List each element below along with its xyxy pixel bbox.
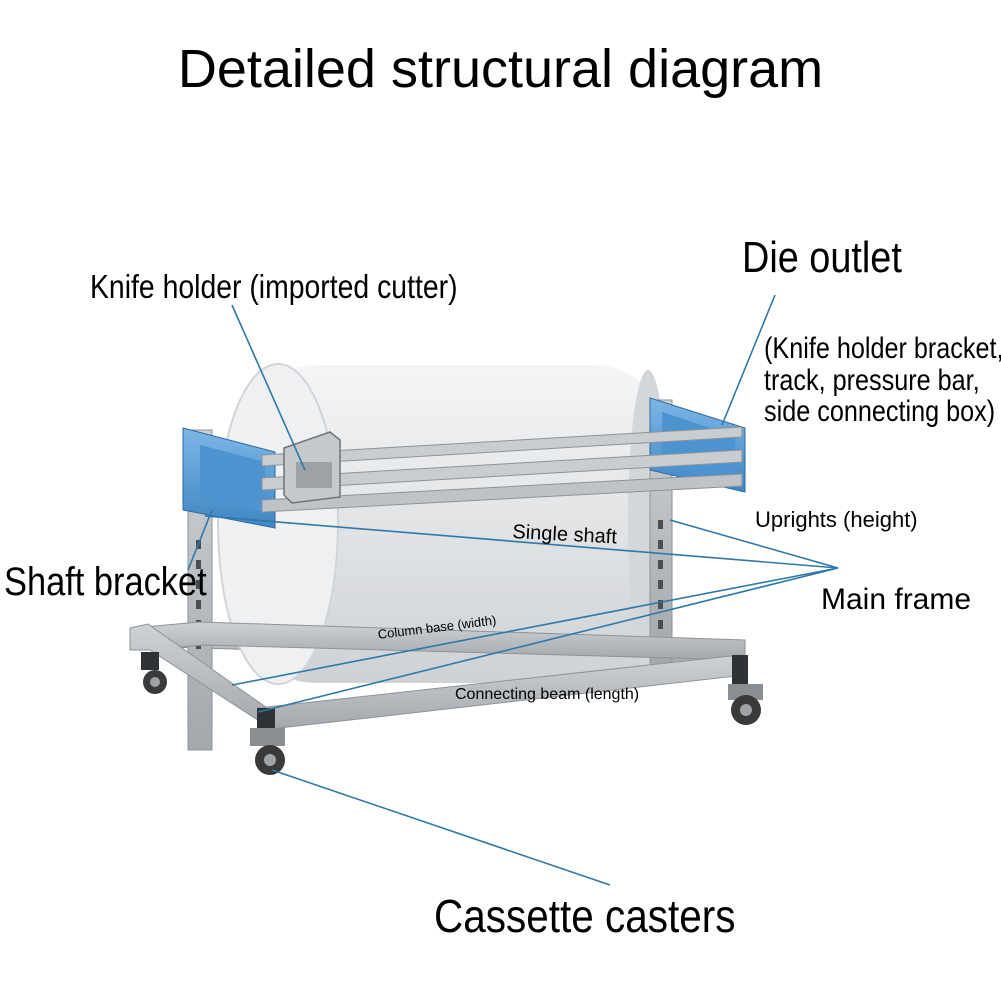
label-main-frame: Main frame <box>821 583 972 616</box>
label-shaft-bracket: Shaft bracket <box>4 560 207 604</box>
caster-back-left <box>143 670 167 694</box>
label-single-shaft: Single shaft <box>511 521 618 549</box>
label-knife-holder: Knife holder (imported cutter) <box>90 268 458 305</box>
die-outlet-detail-line-2: track, pressure bar, <box>764 363 980 397</box>
caster-mounts <box>141 652 748 730</box>
label-connecting-beam: Connecting beam (length) <box>455 686 640 703</box>
label-cassette-casters: Cassette casters <box>434 890 736 942</box>
leader-column-base <box>231 567 839 686</box>
label-die-outlet-detail: (Knife holder bracket, track, pressure b… <box>764 333 1001 428</box>
leader-single-shaft <box>204 515 839 569</box>
caster-front-right <box>728 684 763 725</box>
leader-knife-holder <box>231 304 306 471</box>
leader-uprights <box>669 519 839 569</box>
leader-lines <box>187 294 839 886</box>
caster-front-left <box>250 728 285 775</box>
knife-holder <box>283 431 341 504</box>
die-outlet-detail-line-3: side connecting box) <box>764 395 996 428</box>
die-outlet-detail-line-1: (Knife holder bracket, <box>764 332 1001 365</box>
label-uprights: Uprights (height) <box>755 507 918 532</box>
leader-shaft-bracket <box>187 509 213 571</box>
page-title: Detailed structural diagram <box>177 39 824 99</box>
label-die-outlet: Die outlet <box>742 233 902 282</box>
leader-die-outlet <box>721 294 776 426</box>
leader-casters <box>271 769 611 886</box>
base-frame <box>129 621 746 731</box>
leader-connecting-beam <box>257 567 839 713</box>
track-rails <box>261 426 743 513</box>
left-side-box <box>182 427 276 529</box>
